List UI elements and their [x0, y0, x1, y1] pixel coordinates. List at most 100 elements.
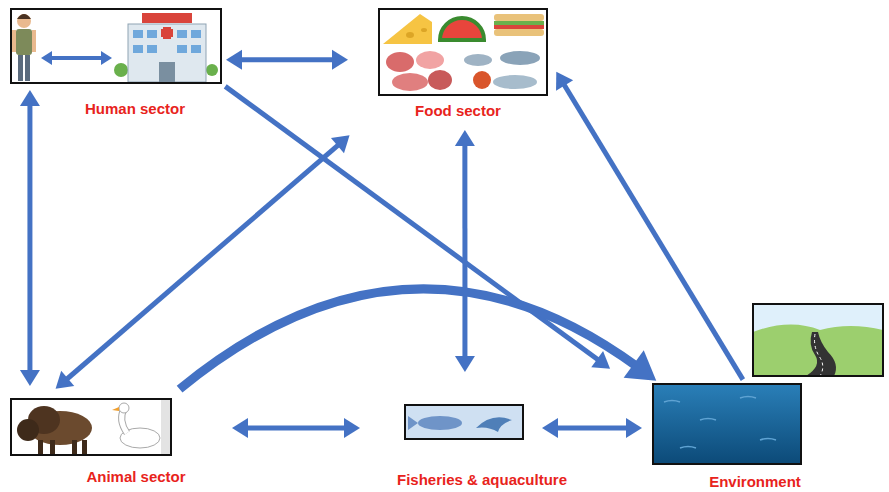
- water-illustration: [664, 397, 776, 449]
- road-illustration: [806, 332, 836, 376]
- human-illustration: [41, 51, 52, 65]
- picture-frame: [378, 8, 548, 96]
- human-illustration: [177, 45, 187, 53]
- food-illustration: [493, 75, 537, 89]
- fisheries-illustration: [408, 416, 418, 430]
- human-illustration: [17, 14, 31, 19]
- picture-frame: [404, 404, 524, 440]
- food-illustration: [383, 14, 432, 44]
- arrow-head: [226, 50, 242, 70]
- road-illustration: [753, 304, 883, 376]
- connector-line: [245, 426, 347, 431]
- connector-line: [555, 426, 629, 431]
- animal-illustration: [161, 400, 170, 454]
- food-illustration: [440, 18, 484, 40]
- human-illustration: [12, 13, 218, 82]
- animal-illustration: [82, 440, 87, 454]
- human-illustration: [177, 30, 187, 38]
- human-illustration: [17, 14, 31, 28]
- sector-node: Environment: [652, 383, 818, 491]
- food-illustration: [416, 51, 444, 69]
- food-illustration: [494, 21, 544, 25]
- connector-line: [462, 143, 467, 359]
- arrow-head: [344, 418, 360, 438]
- food-illustration: [494, 25, 544, 29]
- fisheries-illustration: [418, 416, 462, 430]
- human-illustration: [191, 30, 201, 38]
- animal-illustration: [119, 403, 129, 413]
- connector-arrow: [180, 289, 657, 389]
- human-illustration: [101, 51, 112, 65]
- sector-label: Food sector: [385, 102, 531, 120]
- human-illustration: [161, 29, 173, 37]
- connector-line: [239, 57, 335, 62]
- arrow-head: [455, 356, 475, 372]
- picture-frame: [10, 8, 222, 84]
- human-illustration: [159, 62, 175, 82]
- human-illustration: [32, 30, 36, 52]
- connector-arrow: [56, 135, 350, 389]
- food-illustration: [494, 14, 544, 21]
- arrow-head: [20, 370, 40, 386]
- connector-arrow: [542, 418, 642, 438]
- human-illustration: [133, 30, 143, 38]
- human-illustration: [25, 55, 30, 81]
- food-illustration: [500, 51, 540, 65]
- arrow-head: [556, 72, 573, 91]
- connector-curve: [180, 289, 639, 389]
- connector-arrow: [455, 130, 475, 372]
- human-illustration: [114, 63, 128, 77]
- sector-label: Fisheries & aquaculture: [379, 471, 585, 489]
- connector-arrow: [20, 90, 40, 386]
- sector-label: Environment: [692, 473, 818, 491]
- human-illustration: [133, 45, 143, 53]
- food-illustration: [386, 52, 414, 72]
- water-illustration: [653, 384, 801, 464]
- human-illustration: [191, 45, 201, 53]
- animal-illustration: [50, 440, 55, 454]
- arrow-head: [331, 135, 350, 153]
- arrow-head: [626, 418, 642, 438]
- sector-node: Animal sector: [10, 398, 209, 486]
- animal-illustration: [17, 419, 39, 441]
- sector-node: Fisheries & aquaculture: [404, 404, 585, 489]
- human-illustration: [142, 13, 192, 23]
- arrow-head: [20, 90, 40, 106]
- food-illustration: [383, 14, 544, 91]
- arrow-head: [332, 50, 348, 70]
- connector-arrow: [226, 50, 348, 70]
- human-illustration: [12, 30, 16, 52]
- fisheries-illustration: [405, 405, 523, 439]
- road-illustration: [753, 304, 883, 376]
- sector-node: Human sector: [10, 8, 222, 118]
- water-illustration: [653, 384, 801, 464]
- connector-line: [65, 144, 340, 381]
- animal-illustration: [112, 407, 119, 411]
- food-illustration: [421, 28, 427, 32]
- road-illustration: [815, 334, 823, 376]
- arrow-head: [591, 351, 610, 369]
- animal-illustration: [17, 400, 170, 454]
- sector-node: Food sector: [378, 8, 548, 120]
- arrow-head: [232, 418, 248, 438]
- picture-frame: [652, 383, 802, 465]
- connector-arrow: [232, 418, 360, 438]
- arrow-head: [624, 350, 657, 380]
- food-illustration: [406, 32, 414, 38]
- arrow-head: [455, 130, 475, 146]
- picture-frame: [10, 398, 172, 456]
- food-illustration: [494, 29, 544, 36]
- human-illustration: [48, 56, 105, 60]
- road-illustration: [753, 324, 883, 376]
- road-illustration: [753, 304, 883, 376]
- connector-line: [27, 103, 32, 373]
- food-illustration: [464, 54, 492, 66]
- human-illustration: [147, 45, 157, 53]
- arrow-head: [56, 371, 75, 389]
- food-illustration: [428, 70, 452, 90]
- arrow-head: [542, 418, 558, 438]
- human-illustration: [147, 30, 157, 38]
- sector-label: Animal sector: [63, 468, 209, 486]
- human-illustration: [206, 64, 218, 76]
